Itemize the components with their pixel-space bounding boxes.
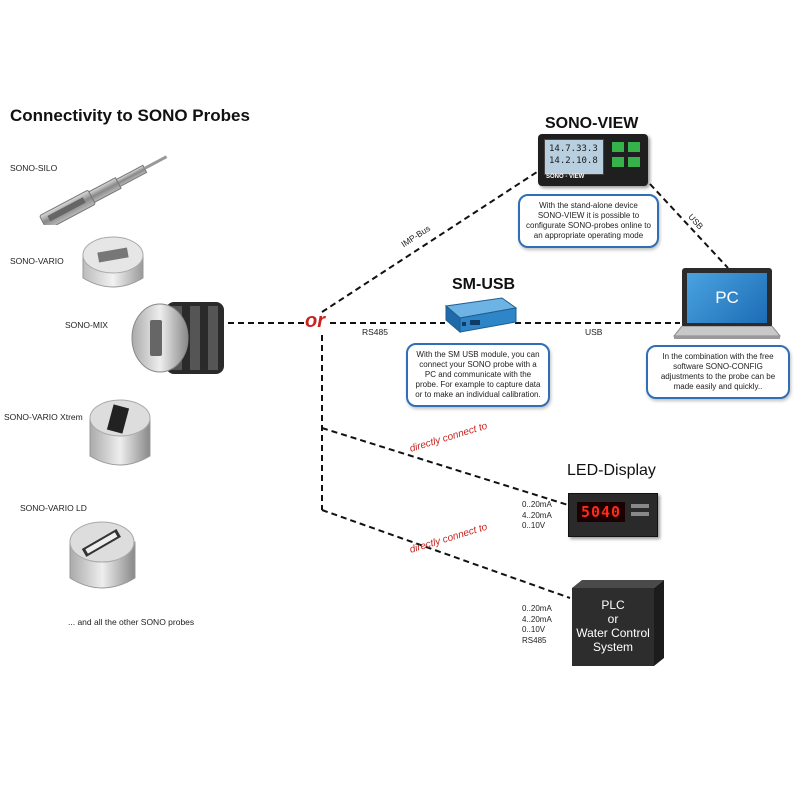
probe-image-sono-vario-ld	[69, 521, 136, 589]
probe-label-sono-vario: SONO-VARIO	[10, 256, 64, 266]
pc-laptop: PC	[682, 268, 772, 328]
or-junction-label: or	[305, 310, 325, 332]
sono-view-button-3[interactable]	[612, 157, 624, 167]
plc-label-line-4: System	[592, 640, 633, 654]
led-signal-2: 4..20mA	[522, 510, 552, 520]
probe-image-sono-mix	[131, 302, 224, 374]
sm-usb-device	[444, 297, 518, 334]
plc-label-line-3: Water Control	[576, 626, 650, 640]
sono-view-button-1[interactable]	[612, 142, 624, 152]
sono-view-callout: With the stand-alone device SONO-VIEW it…	[518, 194, 659, 248]
sono-view-button-4[interactable]	[628, 157, 640, 167]
led-display-device: 5040	[568, 493, 658, 537]
plc-signal-1: 0..20mA	[522, 604, 552, 613]
line-or-to-sonoview	[321, 169, 541, 313]
line-to-plc	[321, 509, 571, 599]
pc-keyboard-base	[672, 326, 782, 339]
plc-signal-3: 0..10V	[522, 625, 546, 634]
probe-image-sono-vario	[82, 236, 144, 288]
screen-line-1: 14.7.33.3	[549, 144, 598, 154]
led-signals: 0..20mA 4..20mA 0..10V	[522, 500, 552, 532]
led-signal-1: 0..20mA	[522, 500, 552, 509]
sm-usb-title: SM-USB	[452, 276, 516, 293]
pc-screen: PC	[687, 273, 767, 323]
sm-usb-callout: With the SM USB module, you can connect …	[406, 343, 550, 407]
plc-signals: 0..20mA 4..20mA 0..10V RS485	[522, 604, 552, 646]
rs485-label: RS485	[362, 327, 388, 337]
plc-signal-2: 4..20mA	[522, 614, 552, 624]
plc-box	[572, 580, 664, 666]
probe-label-sono-mix: SONO-MIX	[65, 320, 108, 330]
sono-view-screen: 14.7.33.3 14.2.10.8	[544, 139, 604, 175]
probe-image-sono-silo	[39, 155, 168, 225]
usb-sm-label: USB	[585, 327, 603, 337]
plc-signal-4: RS485	[522, 635, 547, 645]
probe-label-sono-silo: SONO-SILO	[10, 163, 58, 173]
plc-label: PLC or Water Control System	[572, 598, 654, 654]
probe-label-sono-vario-ld: SONO-VARIO LD	[20, 503, 87, 513]
plc-label-line-1: PLC	[601, 598, 625, 612]
probes-footer: ... and all the other SONO probes	[68, 617, 195, 627]
led-readout: 5040	[577, 502, 625, 522]
probe-label-sono-vario-xtrem: SONO-VARIO Xtrem	[4, 412, 83, 422]
plc-label-line-2: or	[607, 612, 619, 626]
led-display-title: LED-Display	[567, 462, 656, 479]
sono-view-button-2[interactable]	[628, 142, 640, 152]
line-to-led	[321, 427, 569, 506]
probe-image-sono-vario-xtrem	[89, 399, 151, 466]
page-title: Connectivity to SONO Probes	[10, 106, 250, 125]
sono-view-title: SONO-VIEW	[545, 115, 639, 132]
screen-line-2: 14.2.10.8	[549, 156, 598, 166]
line-sonoview-to-pc	[649, 183, 729, 269]
sono-view-device: 14.7.33.3 14.2.10.8 SONO - VIEW	[538, 134, 648, 186]
pc-callout: In the combination with the free softwar…	[646, 345, 790, 399]
led-signal-3: 0..10V	[522, 521, 546, 530]
sono-view-brand: SONO - VIEW	[546, 174, 585, 180]
